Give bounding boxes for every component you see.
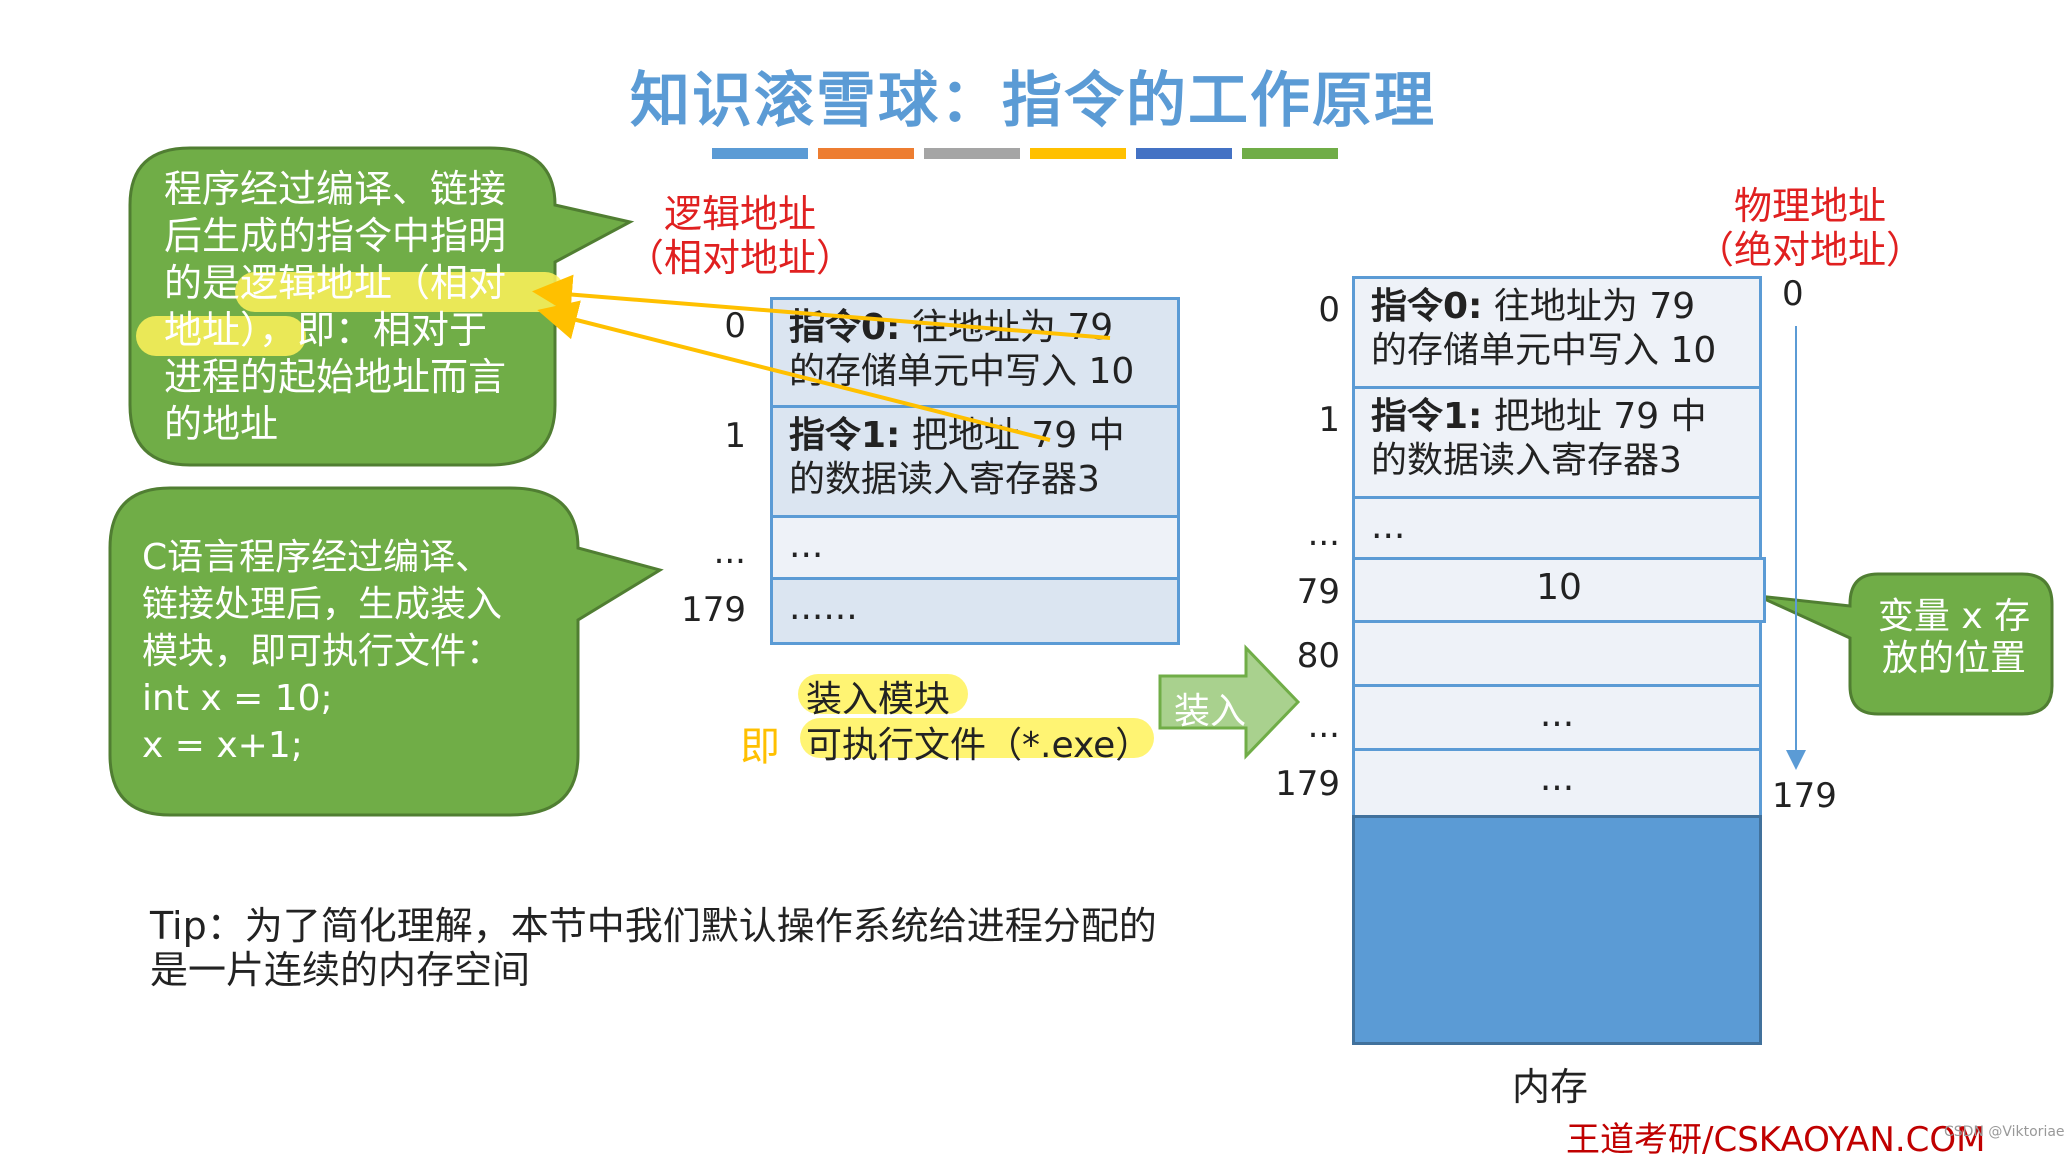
bubble-line: 模块，即可执行文件： [142, 631, 503, 672]
physical-label-line: 物理地址 [1733, 184, 1886, 228]
module-cell: 指令1: 把地址 79 中 的数据读入寄存器3 [770, 405, 1180, 518]
var-bubble-shape [1757, 572, 2054, 716]
var-bubble-line: 变量 x 存 [1877, 596, 2031, 637]
memory-index: 79 [1296, 572, 1340, 612]
bubble-line: x = x+1; [142, 725, 303, 766]
tip-line: 是一片连续的内存空间 [150, 948, 531, 992]
module-index: 179 [681, 590, 746, 630]
footer-brand: 王道考研/CSKAOYAN.COM [1566, 1120, 1986, 1160]
cell-text: ... [1539, 694, 1575, 735]
color-bar [924, 148, 1020, 159]
bubble-line: 地址），即：相对于 [164, 308, 488, 352]
bubble-top-text: 程序经过编译、链接 后生成的指令中指明 的是逻辑地址（相对 地址），即：相对于 … [164, 166, 554, 448]
memory-cell: 指令0: 往地址为 79 的存储单元中写入 10 [1352, 276, 1762, 389]
physical-label-line: （绝对地址） [1695, 228, 1924, 272]
memory-index: 179 [1275, 764, 1340, 804]
cell-head: 指令0: [1371, 286, 1483, 327]
memory-cell: ... [1352, 748, 1762, 818]
var-bubble-line: 放的位置 [1881, 638, 2026, 679]
bubble-bottom-text: C语言程序经过编译、 链接处理后，生成装入 模块，即可执行文件： int x =… [142, 534, 582, 769]
memory-index: 1 [1318, 400, 1340, 440]
cell-text: ... [1371, 506, 1406, 547]
cell-text: 往地址为 79 [1493, 286, 1696, 327]
var-bubble-text: 变量 x 存 放的位置 [1856, 596, 2052, 680]
bubble-line: 程序经过编译、链接 [164, 167, 507, 211]
memory-index: ... [1307, 514, 1340, 554]
physical-address-label: 物理地址 （绝对地址） [1680, 184, 1940, 272]
memory-free-region [1352, 815, 1762, 1045]
load-arrow-shape [1158, 644, 1301, 760]
cell-head: 指令1: [789, 415, 901, 456]
cell-text: 的存储单元中写入 10 [1371, 330, 1717, 371]
module-index: 0 [724, 306, 746, 346]
memory-index: 0 [1318, 290, 1340, 330]
color-bar [1030, 148, 1126, 159]
load-arrow-label: 装入 [1174, 691, 1247, 732]
page-title: 知识滚雪球：指令的工作原理 [630, 66, 1436, 136]
pointer-arrow-1 [532, 274, 1111, 340]
scale-bottom: 179 [1772, 776, 1837, 816]
cell-text: 把地址 79 中 [1493, 396, 1707, 437]
logical-label-line: （相对地址） [625, 236, 854, 280]
logical-label-line: 逻辑地址 [663, 192, 816, 236]
color-bar [818, 148, 914, 159]
module-index: ... [713, 532, 746, 572]
bubble-line: 后生成的指令中指明 [164, 214, 507, 258]
highlight [800, 718, 1154, 758]
color-bar [712, 148, 808, 159]
watermark: CSDN @Viktoriae [1944, 1124, 2065, 1140]
cell-text: 10 [1536, 567, 1582, 608]
cell-head: 指令1: [1371, 396, 1483, 437]
memory-label: 内存 [1512, 1065, 1589, 1109]
module-index: 1 [724, 416, 746, 456]
memory-cell-var-x: 10 [1352, 557, 1766, 623]
color-bar [1136, 148, 1232, 159]
tip-text: Tip：为了简化理解，本节中我们默认操作系统给进程分配的 是一片连续的内存空间 [150, 904, 1157, 992]
bubble-line: 链接处理后，生成装入 [142, 584, 503, 625]
module-caption: 装入模块 [806, 679, 951, 720]
module-caption-prefix: 即 [740, 724, 780, 770]
tip-line: Tip：为了简化理解，本节中我们默认操作系统给进程分配的 [150, 904, 1157, 948]
bubble-line: int x = 10; [142, 678, 333, 719]
memory-index: ... [1307, 706, 1340, 746]
bubble-line: C语言程序经过编译、 [142, 537, 492, 578]
highlight [798, 674, 968, 714]
memory-index: 80 [1296, 636, 1340, 676]
cell-text: 的数据读入寄存器3 [1371, 440, 1682, 481]
cell-text: 往地址为 79 [911, 307, 1114, 348]
highlight [235, 272, 565, 312]
cell-text: 的数据读入寄存器3 [789, 459, 1100, 500]
module-cell: ...... [770, 577, 1180, 645]
bubble-bottom-shape [108, 486, 664, 817]
color-bar [1242, 148, 1338, 159]
cell-text: 的存储单元中写入 10 [789, 351, 1135, 392]
cell-text: 把地址 79 中 [911, 415, 1125, 456]
highlight [136, 316, 306, 356]
bubble-line: 进程的起始地址而言 [164, 355, 507, 399]
module-caption: 可执行文件（*.exe） [806, 725, 1152, 766]
logical-address-label: 逻辑地址 （相对地址） [620, 192, 860, 280]
memory-cell [1352, 620, 1762, 687]
pointer-arrow-2 [537, 300, 1051, 442]
bubble-line: 的地址 [164, 402, 279, 446]
memory-cell: 指令1: 把地址 79 中 的数据读入寄存器3 [1352, 386, 1762, 499]
cell-text: ... [789, 525, 824, 566]
bubble-line: 的是逻辑地址（相对 [164, 261, 507, 305]
scale-top: 0 [1782, 274, 1804, 314]
cell-text: ... [1539, 758, 1575, 799]
cell-text: ...... [789, 587, 858, 628]
